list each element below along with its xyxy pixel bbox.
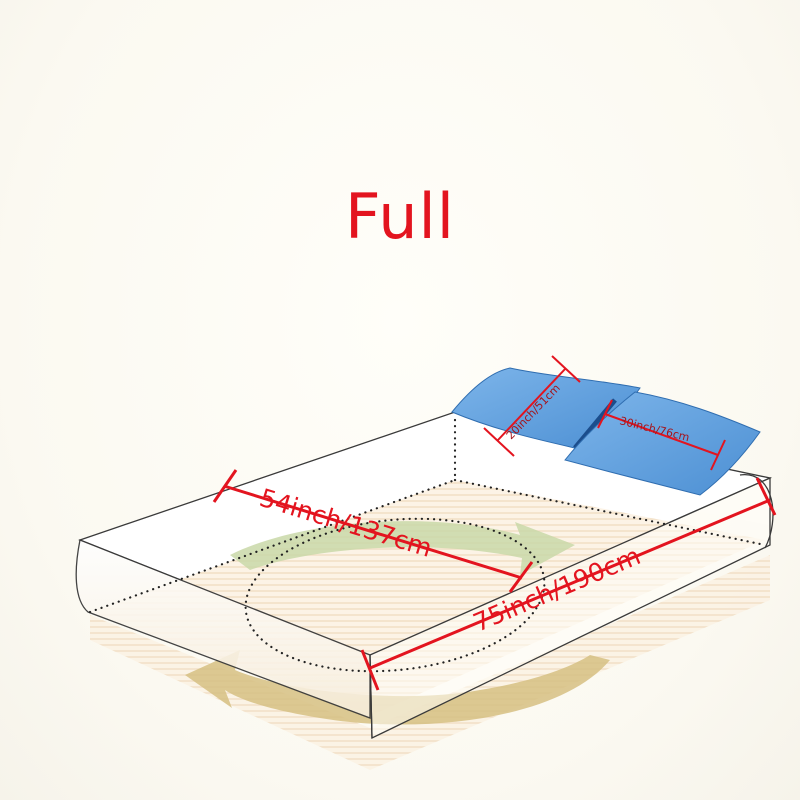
- pillow-left: [451, 367, 641, 450]
- green-rotate-arrow: [230, 521, 575, 575]
- mattress-right-end: [739, 474, 774, 549]
- hidden-edges: [88, 418, 767, 673]
- size-title: Full: [344, 180, 456, 253]
- floor-stripes: [90, 555, 770, 770]
- mattress-front-end: [75, 539, 371, 719]
- tan-rotate-arrow: [185, 650, 610, 725]
